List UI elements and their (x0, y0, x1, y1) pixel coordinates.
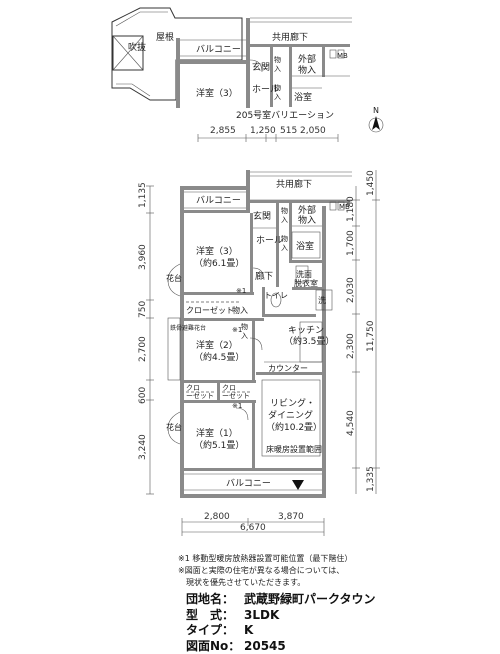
kadan1-label: 花台 (166, 273, 182, 283)
western1-size: （約5.1畳） (194, 439, 244, 451)
note-3: 現状を優先させていただきます。 (178, 577, 352, 589)
top-balcony-label: バルコニー (196, 195, 241, 206)
dim-right-3: 2,030 (346, 277, 356, 303)
fukinuke-label: 吹抜 (128, 41, 146, 53)
svg-text:ーゼット: ーゼット (186, 391, 214, 400)
svg-text:入: 入 (274, 65, 281, 73)
dim-right-4: 2,300 (346, 333, 356, 359)
marker-1b: ※1 (232, 326, 242, 334)
dim-bottom-1: 2,800 (204, 512, 230, 522)
danchi-label: 団地名： (186, 592, 244, 608)
marker-1a: ※1 (236, 287, 246, 295)
western3-label: 洋室（3） (196, 245, 238, 257)
svg-text:入: 入 (281, 244, 288, 252)
kitchen-size: （約3.5畳） (284, 335, 334, 347)
property-info: 団地名：武蔵野緑町パークタウン 型 式：3LDK タイプ：K 図面No：2054… (186, 592, 376, 654)
svg-text:物: 物 (281, 234, 288, 243)
svg-text:物: 物 (281, 206, 288, 215)
closet-b-label: クロ (222, 384, 236, 392)
kata-value: 3LDK (244, 608, 279, 624)
dim-left-3: 750 (138, 301, 148, 318)
svg-text:ダイニング: ダイニング (268, 409, 313, 421)
senmen-label: 洗面 (296, 269, 312, 279)
kitchen-label: キッチン (288, 325, 324, 336)
var-western3-label: 洋室（3） (196, 87, 238, 99)
north-compass-icon: N (369, 106, 383, 132)
svg-text:物: 物 (274, 83, 281, 92)
sen-label: 洗 (318, 295, 326, 305)
var-dim-3: 515 (280, 126, 297, 136)
var-dim-1: 2,855 (210, 126, 236, 136)
hall-label: ホール (256, 235, 283, 246)
dim-left-5: 600 (138, 387, 148, 404)
roof-label: 屋根 (156, 31, 174, 43)
notes: ※1 移動型暖房放熱器設置可能位置（最下階住） ※図面と実際の住宅が異なる場合に… (178, 553, 352, 589)
dim-outer-1: 1,450 (366, 170, 376, 196)
dim-left-2: 3,960 (138, 244, 148, 270)
living-size: （約10.2畳） (266, 421, 322, 433)
note-1: ※1 移動型暖房放熱器設置可能位置（最下階住） (178, 553, 352, 565)
danchi-value: 武蔵野緑町パークタウン (244, 592, 376, 608)
dim-left-4: 2,700 (138, 336, 148, 362)
dim-right-2: 1,700 (346, 230, 356, 256)
var-dim-4: 2,050 (300, 126, 326, 136)
var-mono-label: 物 (274, 55, 281, 64)
dim-bottom-total: 6,670 (240, 523, 266, 533)
closet-label: クローゼット (186, 305, 234, 315)
var-balcony-label: バルコニー (196, 44, 241, 55)
svg-text:ーゼット: ーゼット (222, 391, 250, 400)
dim-bottom-2: 3,870 (278, 512, 304, 522)
var-mb-label: MB (337, 52, 348, 60)
western2-size: （約4.5畳） (194, 351, 244, 363)
type-value: K (244, 623, 253, 639)
western2-label: 洋室（2） (196, 339, 238, 351)
svg-text:N: N (373, 106, 379, 115)
genkan-label: 玄関 (253, 210, 271, 222)
svg-text:物入: 物入 (298, 64, 316, 76)
kadan2-label: 花台 (166, 422, 182, 432)
kata-label: 型 式： (186, 608, 244, 624)
closet-a-label: クロ (186, 384, 200, 392)
bath-label: 浴室 (296, 240, 314, 252)
mono1-label: 物入 (232, 305, 248, 315)
western3-size: （約6.1畳） (194, 257, 244, 269)
toilet-label: トイレ (264, 291, 288, 300)
svg-text:入: 入 (274, 93, 281, 101)
svg-text:入: 入 (281, 216, 288, 224)
bottom-balcony-label: バルコニー (226, 478, 271, 489)
main-plan: 共用廊下 バルコニー 玄関 物 入 外部 物入 MB ホール 物 入 浴室 洋室… (138, 170, 380, 536)
svg-text:脱衣室: 脱衣室 (294, 278, 318, 288)
roka-label: 廊下 (255, 270, 273, 282)
var-dim-2: 1,250 (250, 126, 276, 136)
dim-left-6: 3,240 (138, 434, 148, 460)
variation-caption: 205号室バリエーション (236, 109, 334, 121)
var-corridor-label: 共用廊下 (272, 31, 308, 43)
var-bath-label: 浴室 (294, 91, 312, 103)
counter-label: カウンター (268, 364, 308, 373)
floor-heat-label: 床暖房設置範囲 (266, 444, 322, 454)
kadan-side-label: 鉄骨避難花台 (170, 324, 206, 332)
svg-text:物入: 物入 (298, 214, 316, 226)
zumen-value: 20545 (244, 639, 286, 654)
marker-1c: ※1 (232, 402, 242, 410)
dim-outer-3: 1,335 (366, 466, 376, 492)
western1-label: 洋室（1） (196, 427, 238, 439)
var-genkan-label: 玄関 (252, 61, 270, 73)
corridor-label: 共用廊下 (276, 178, 312, 190)
type-label: タイプ： (186, 623, 244, 639)
living-label: リビング・ (270, 397, 315, 409)
var-gaibu-label: 外部 (298, 53, 316, 65)
gaibu-mono-label: 外部 (298, 204, 316, 216)
zumen-label: 図面No： (186, 639, 244, 654)
dim-left-1: 1,135 (138, 182, 148, 208)
dim-outer-2: 11,750 (366, 320, 376, 352)
dim-right-5: 4,540 (346, 410, 356, 436)
variation-plan: 吹抜 屋根 バルコニー 共用廊下 玄関 物 入 外部 物入 MB ホール 物 入… (112, 8, 352, 142)
note-2: ※図面と実際の住宅が異なる場合については、 (178, 565, 352, 577)
dim-right-1: 1,180 (346, 196, 356, 222)
